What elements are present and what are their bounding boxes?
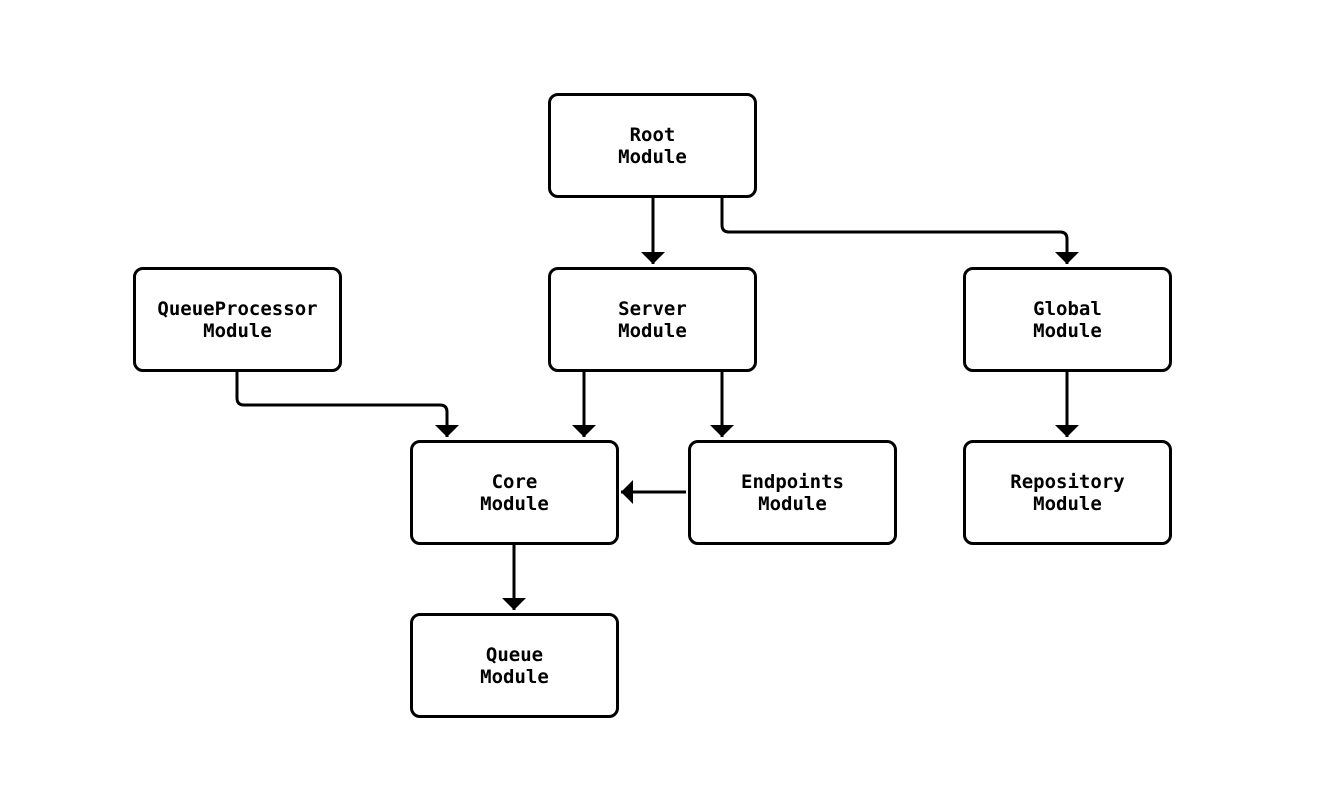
edge-root-to-global — [720, 198, 1079, 264]
node-queue-module: Queue Module — [410, 613, 619, 718]
node-endpoints-module-label: Endpoints Module — [741, 470, 844, 515]
node-queueprocessor-module-label: QueueProcessor Module — [157, 297, 318, 342]
node-queueprocessor-module: QueueProcessor Module — [133, 267, 342, 372]
node-queue-module-label: Queue Module — [480, 643, 549, 688]
node-core-module-label: Core Module — [480, 470, 549, 515]
node-repository-module: Repository Module — [963, 440, 1172, 545]
node-root-module-label: Root Module — [618, 123, 687, 168]
node-server-module-label: Server Module — [618, 297, 687, 342]
node-global-module: Global Module — [963, 267, 1172, 372]
node-global-module-label: Global Module — [1033, 297, 1102, 342]
node-core-module: Core Module — [410, 440, 619, 545]
node-repository-module-label: Repository Module — [1010, 470, 1125, 515]
node-server-module: Server Module — [548, 267, 757, 372]
edge-queueprocessor-to-core — [235, 372, 459, 437]
node-endpoints-module: Endpoints Module — [688, 440, 897, 545]
node-root-module: Root Module — [548, 93, 757, 198]
